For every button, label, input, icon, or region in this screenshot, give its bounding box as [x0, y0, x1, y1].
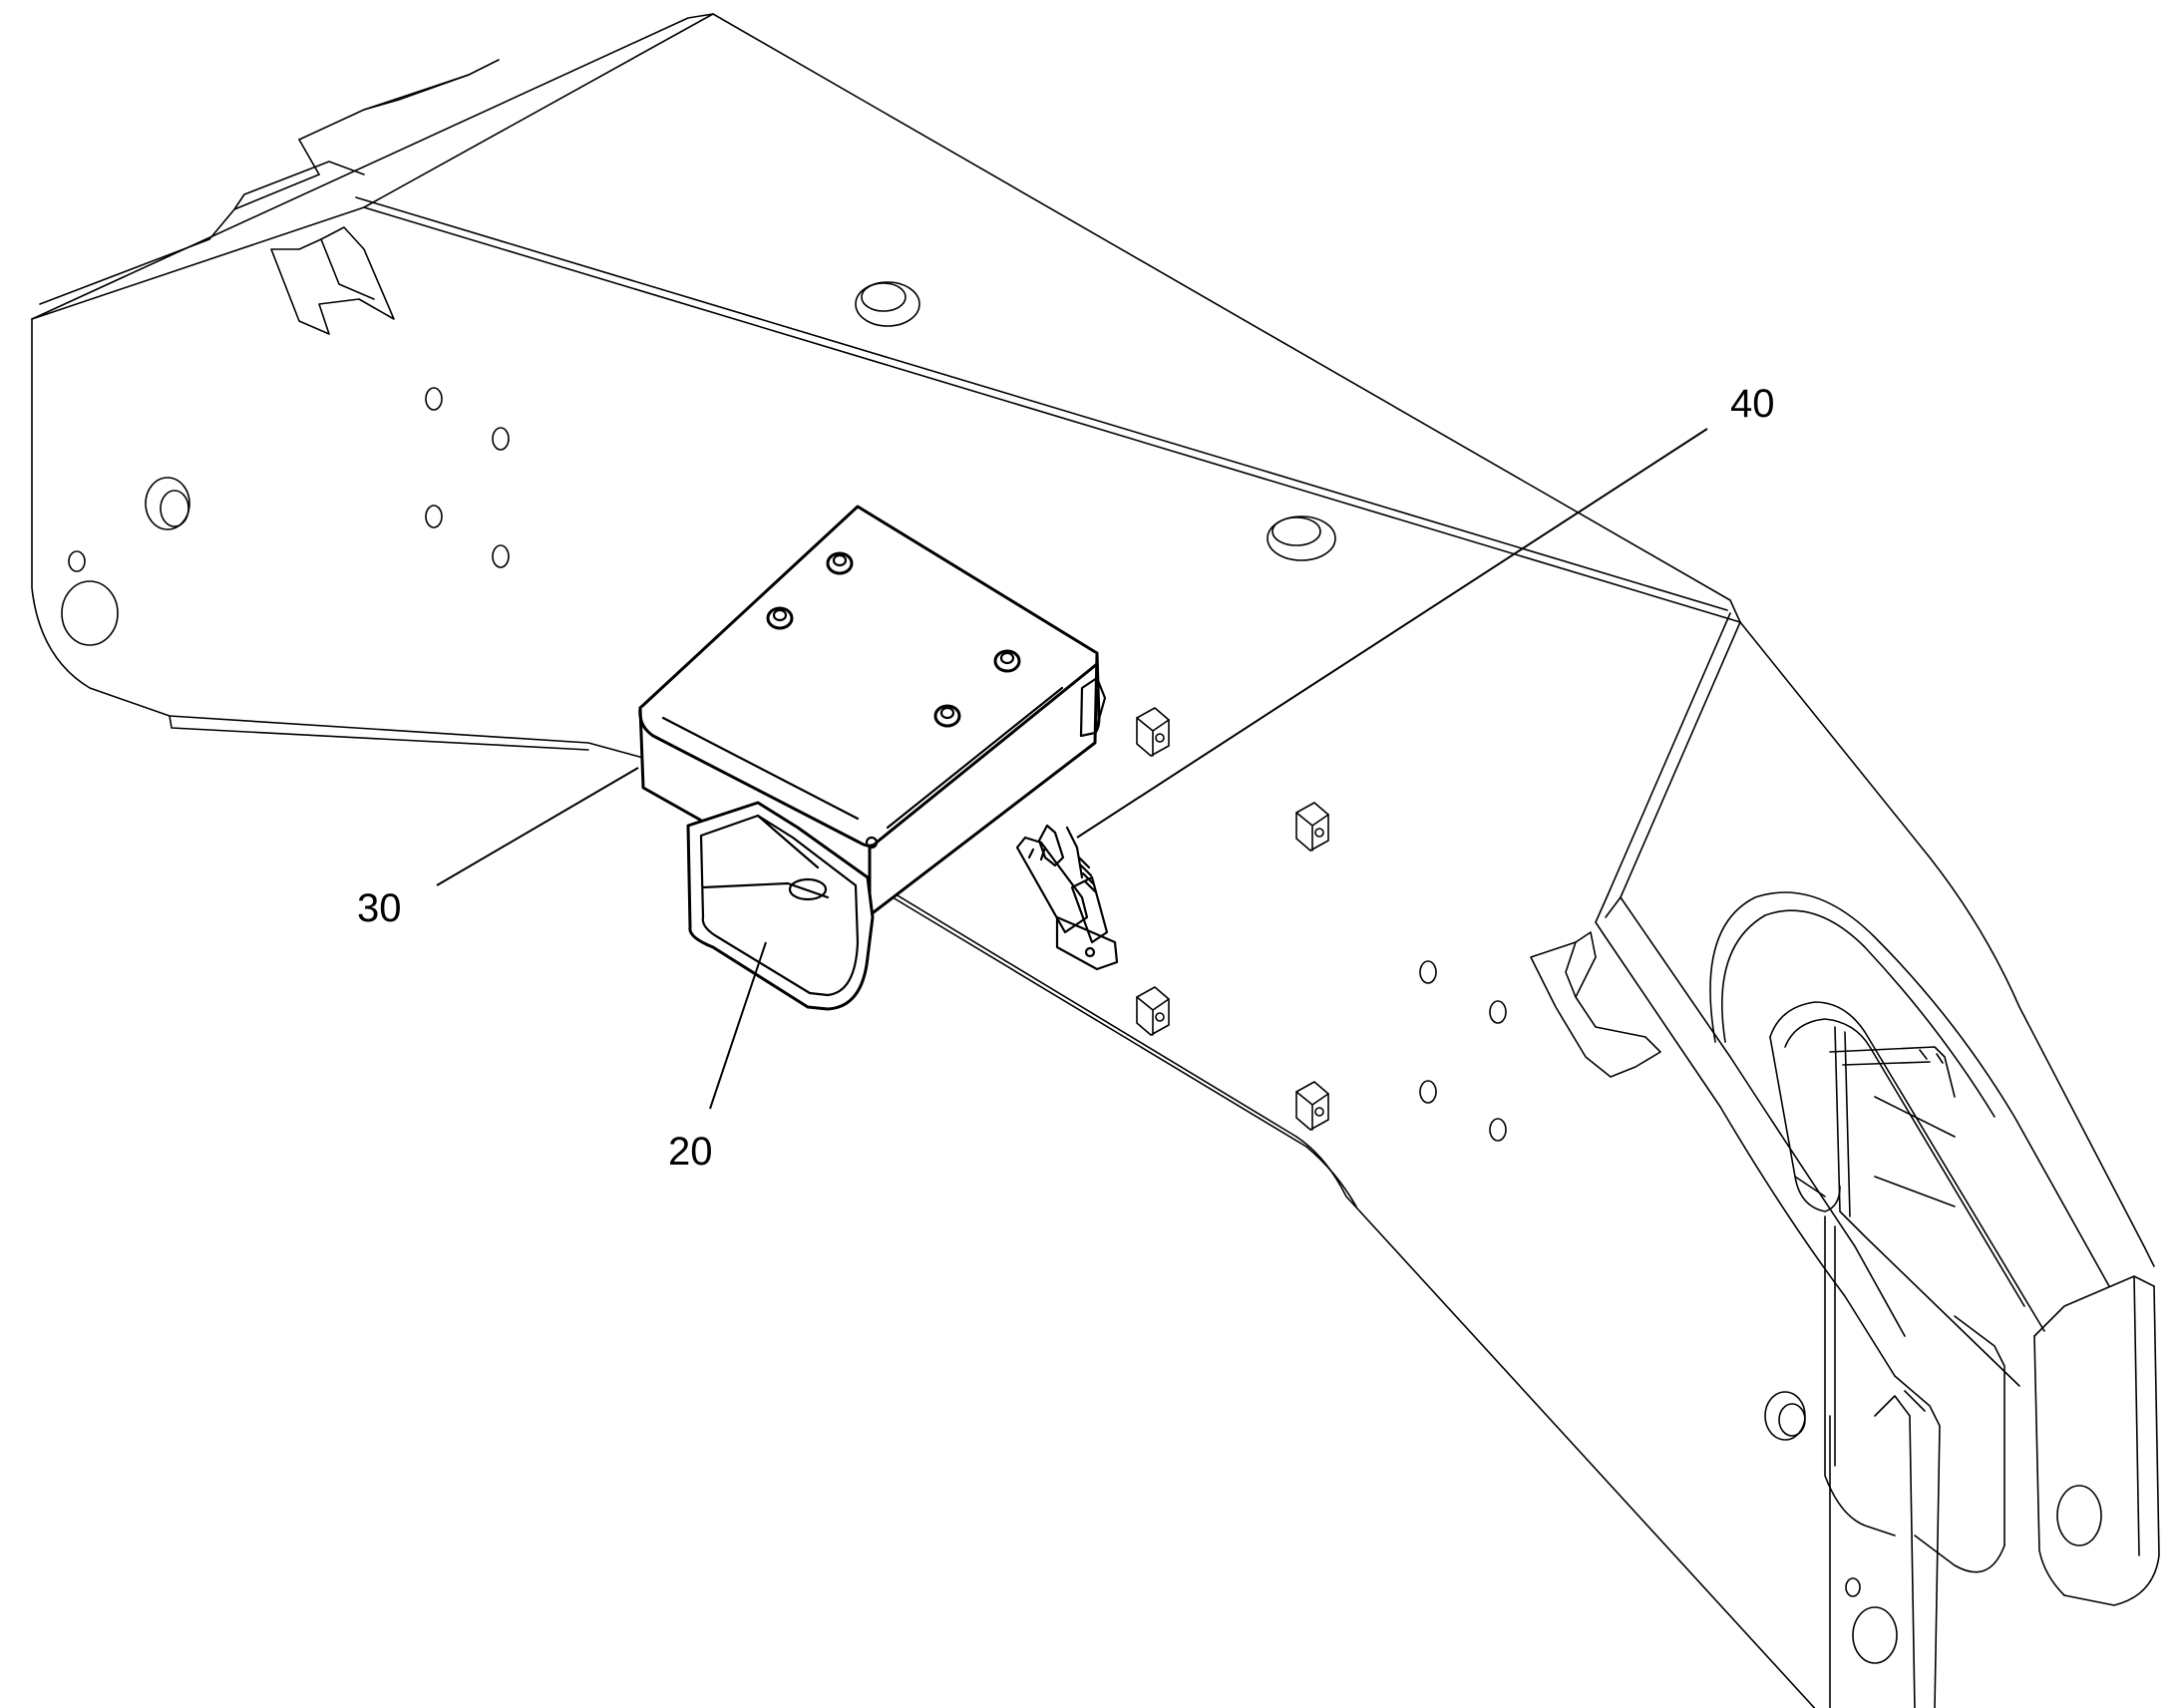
housing-part-30	[638, 505, 1107, 917]
leader-line	[709, 941, 767, 1110]
bolt	[933, 704, 961, 728]
square-boss	[1136, 986, 1170, 1036]
bolt	[766, 606, 794, 630]
connector-part-40	[1015, 824, 1119, 971]
square-boss	[1295, 802, 1329, 852]
callout-30: 30	[357, 767, 639, 930]
boom-arm	[31, 13, 2160, 1708]
callout-label: 40	[1730, 382, 1775, 426]
callout-label: 30	[357, 886, 402, 930]
callout-20: 20	[668, 941, 767, 1174]
callout-40: 40	[1076, 382, 1775, 839]
leader-line	[1076, 428, 1708, 839]
bolt	[826, 551, 854, 575]
callout-label: 20	[668, 1130, 713, 1174]
square-boss	[1295, 1081, 1329, 1131]
square-boss	[1136, 707, 1170, 757]
bolt	[993, 649, 1021, 673]
mount-part-20	[686, 801, 875, 1011]
leader-line	[436, 767, 639, 886]
